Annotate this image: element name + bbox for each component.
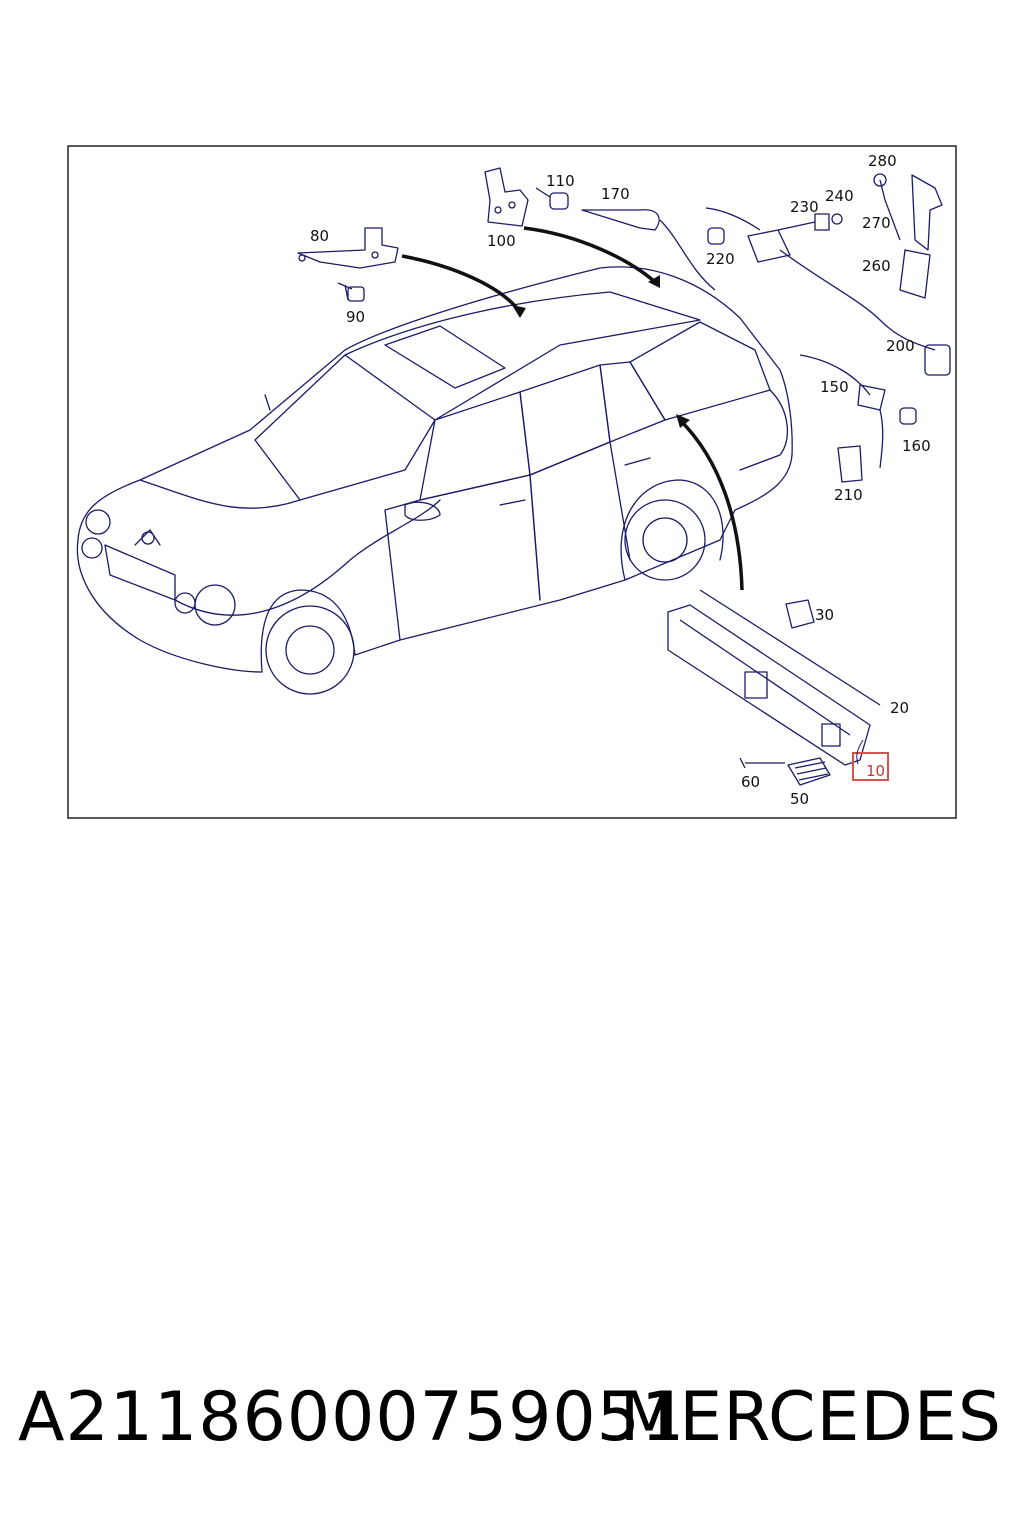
arrow-heads <box>512 275 690 428</box>
callout-200: 200 <box>886 337 915 355</box>
diagram-frame <box>67 145 957 819</box>
callout-100: 100 <box>487 232 516 250</box>
callout-160: 160 <box>902 437 931 455</box>
callout-30: 30 <box>815 606 834 624</box>
callout-280: 280 <box>868 152 897 170</box>
callout-260: 260 <box>862 257 891 275</box>
callout-80: 80 <box>310 227 329 245</box>
assembly-arrows <box>401 226 744 591</box>
callout-270: 270 <box>862 214 891 232</box>
callout-170: 170 <box>601 185 630 203</box>
callout-10: 10 <box>866 762 885 780</box>
car-illustration <box>76 266 793 695</box>
callout-60: 60 <box>741 773 760 791</box>
callout-110: 110 <box>546 172 575 190</box>
part-drawings <box>297 167 951 786</box>
callout-150: 150 <box>820 378 849 396</box>
part-number: A21186000759051 <box>18 1378 686 1457</box>
callout-220: 220 <box>706 250 735 268</box>
callout-230: 230 <box>790 198 819 216</box>
callout-50: 50 <box>790 790 809 808</box>
callout-240: 240 <box>825 187 854 205</box>
callout-210: 210 <box>834 486 863 504</box>
callout-labels: 10 20 30 50 60 80 90 100 110 150 160 170… <box>310 152 931 808</box>
footer: A21186000759051 MERCEDES <box>0 1378 1024 1488</box>
callout-90: 90 <box>346 308 365 326</box>
highlight-box <box>852 752 889 781</box>
callout-20: 20 <box>890 699 909 717</box>
brand-name: MERCEDES <box>619 1378 1002 1457</box>
